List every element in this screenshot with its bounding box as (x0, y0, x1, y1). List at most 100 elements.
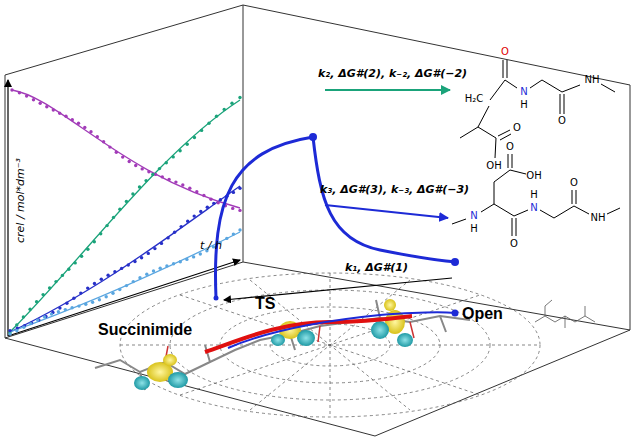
data-point (32, 98, 35, 101)
atom-label: H (530, 190, 538, 200)
atom-label: H (520, 100, 528, 110)
data-point (99, 232, 102, 235)
data-point (113, 270, 116, 273)
data-point (167, 178, 170, 181)
data-point (140, 256, 143, 259)
data-point (77, 122, 80, 125)
data-point (84, 303, 87, 306)
atom-label: O (501, 47, 509, 57)
kinetic-curves (10, 90, 240, 332)
data-point (138, 185, 141, 188)
data-point (22, 315, 25, 318)
orbitals (134, 299, 413, 390)
data-point (202, 194, 205, 197)
data-point (179, 260, 182, 263)
data-point (217, 201, 220, 204)
atom-label: O (510, 239, 518, 249)
data-point (215, 115, 218, 118)
data-point (186, 143, 189, 146)
data-point (41, 293, 44, 296)
data-point (105, 295, 108, 298)
data-point (111, 292, 114, 295)
data-point (232, 191, 235, 194)
data-point (18, 91, 21, 94)
data-point (207, 122, 210, 125)
floor-grid (120, 273, 540, 417)
data-point (35, 300, 38, 303)
data-point (238, 187, 241, 190)
rate-label: k₁, ΔG#(1) (345, 262, 408, 273)
data-point (199, 210, 202, 213)
data-point (48, 286, 51, 289)
data-point (125, 200, 128, 203)
data-point (118, 208, 121, 211)
curve-point (214, 296, 219, 301)
arrow-blue (325, 205, 448, 218)
data-point (199, 252, 202, 255)
data-point (64, 115, 67, 118)
arrow-green (325, 89, 450, 91)
data-point (15, 329, 18, 332)
data-point (72, 297, 75, 300)
data-point (138, 276, 141, 279)
atom-label: O (513, 123, 521, 133)
data-point (158, 167, 161, 170)
atom-label: N (520, 87, 527, 97)
data-point (172, 262, 175, 265)
data-point (102, 140, 105, 143)
data-point (152, 269, 155, 272)
data-point (173, 231, 176, 234)
rate-label: k₃, ΔG#(3), k₋₃, ΔG#(−3) (320, 184, 469, 195)
data-point (134, 164, 137, 167)
data-point (79, 291, 82, 294)
structure-bonds (460, 60, 615, 158)
data-point (105, 224, 108, 227)
data-point (52, 108, 55, 111)
data-point (93, 240, 96, 243)
data-point (15, 323, 18, 326)
data-point (209, 198, 212, 201)
data-point (64, 308, 67, 311)
data-point (61, 274, 64, 277)
data-point (144, 179, 147, 182)
data-point (29, 322, 32, 325)
data-point (128, 160, 131, 163)
data-point (133, 260, 136, 263)
data-point (151, 173, 154, 176)
data-point (127, 263, 130, 266)
small-structure (535, 300, 595, 328)
data-point (238, 209, 241, 212)
data-point (43, 315, 46, 318)
state-label: Succinimide (98, 322, 192, 338)
data-point (91, 301, 94, 304)
atom-label: N (530, 203, 537, 213)
data-point (58, 306, 61, 309)
data-point (141, 167, 144, 170)
data-point (121, 155, 124, 158)
data-point (145, 273, 148, 276)
data-point (83, 126, 86, 129)
data-point (28, 308, 31, 311)
data-point (232, 232, 235, 235)
state-label: TS (255, 296, 275, 312)
atom-label: H₂C (465, 94, 484, 104)
data-point (118, 288, 121, 291)
data-point (98, 298, 101, 301)
data-point (25, 94, 28, 97)
data-point (185, 258, 188, 261)
data-point (180, 225, 183, 228)
data-point (125, 284, 128, 287)
data-point (74, 261, 77, 264)
data-point (96, 135, 99, 138)
data-point (8, 332, 11, 335)
data-point (200, 129, 203, 132)
data-point (89, 130, 92, 133)
path-end (452, 310, 459, 317)
data-point (77, 304, 80, 307)
atom-label: H (470, 224, 478, 234)
curve-point (309, 133, 317, 141)
data-point (71, 118, 74, 121)
data-point (159, 267, 162, 270)
data-point (223, 108, 226, 111)
atom-label: O (558, 116, 566, 126)
